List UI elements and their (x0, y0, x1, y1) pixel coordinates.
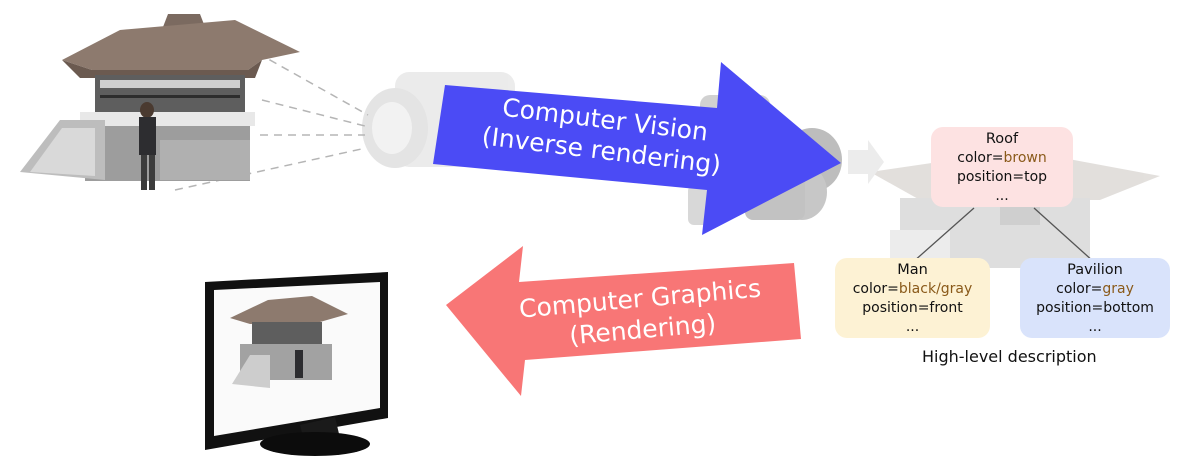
pavilion-node: Pavilion color=gray position=bottom ... (1020, 258, 1170, 338)
pavilion-position: position=bottom (1036, 300, 1154, 316)
pavilion-more: ... (1088, 319, 1102, 335)
man-color: color=black/gray (835, 280, 990, 299)
roof-position: position=top (956, 169, 1048, 185)
tree-edges (912, 207, 1095, 263)
pavilion-color-key: color= (1056, 281, 1103, 297)
roof-title: Roof (985, 131, 1019, 147)
man-color-value: black/gray (898, 281, 973, 297)
sight-lines (174, 45, 369, 191)
roof-color-key: color= (957, 150, 1004, 166)
roof-node: Roof color=brown position=top ... (931, 127, 1073, 207)
pavilion-title: Pavilion (1067, 262, 1123, 278)
man-more: ... (905, 319, 920, 335)
computer-vision-arrow (433, 62, 841, 235)
man-node: Man color=black/gray position=front ... (835, 258, 990, 338)
pavilion-color-value: gray (1102, 281, 1134, 297)
roof-color: color=brown (931, 149, 1073, 168)
roof-color-value: brown (1003, 150, 1047, 166)
pavilion-3d-image (20, 14, 300, 190)
monitor-pavilion-image (230, 296, 348, 388)
computer-graphics-arrow (446, 246, 801, 396)
man-color-key: color= (852, 281, 899, 297)
high-level-description-caption: High-level description (922, 347, 1097, 366)
pavilion-color: color=gray (1020, 280, 1170, 299)
man-title: Man (897, 262, 928, 278)
roof-more: ... (995, 188, 1009, 204)
man-position: position=front (862, 300, 963, 316)
faded-arrow-icon (848, 140, 884, 184)
